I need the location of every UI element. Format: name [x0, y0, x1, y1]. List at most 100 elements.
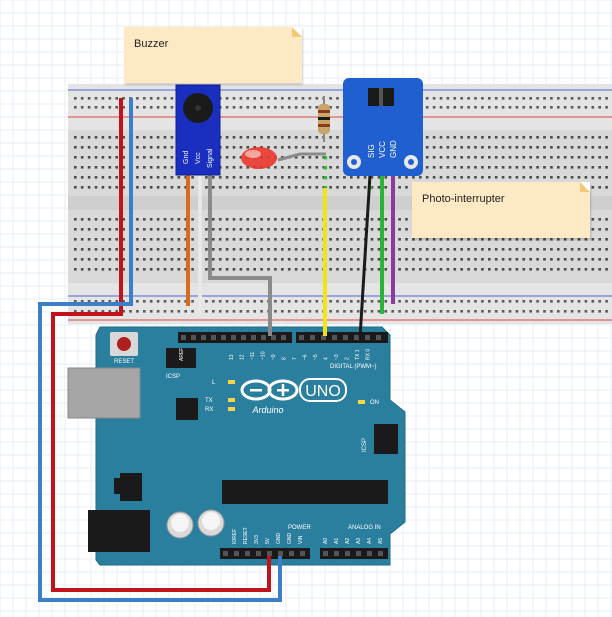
buzzer-pin-signal: Signal	[207, 148, 214, 168]
breadboard-hole	[301, 156, 305, 159]
breadboard-hole	[205, 268, 208, 271]
breadboard-hole	[419, 258, 422, 261]
logo-plus-v	[281, 384, 285, 396]
breadboard-hole	[432, 166, 436, 169]
breadboard-hole	[439, 268, 443, 271]
logo-uno-box	[299, 378, 347, 402]
breadboard-hole	[170, 228, 174, 231]
breadboard-hole	[122, 300, 125, 303]
breadboard-hole	[281, 218, 284, 221]
breadboard-hole	[94, 176, 98, 179]
breadboard-hole	[108, 136, 112, 139]
breadboard-hole	[170, 310, 174, 313]
breadboard-hole	[225, 300, 229, 303]
breadboard-hole	[191, 248, 194, 251]
breadboard-hole	[343, 186, 346, 189]
breadboard-hole	[156, 176, 160, 179]
breadboard-hole	[294, 97, 298, 100]
breadboard-hole	[260, 106, 263, 109]
breadboard-hole	[584, 97, 588, 100]
breadboard-hole	[87, 166, 91, 169]
breadboard-hole	[515, 146, 519, 149]
breadboard-hole	[274, 228, 277, 231]
breadboard-hole	[398, 228, 401, 231]
breadboard-hole	[287, 136, 291, 139]
breadboard-hole	[287, 146, 291, 149]
breadboard-hole	[281, 258, 284, 261]
breadboard-hole	[370, 300, 374, 303]
breadboard-hole	[94, 97, 98, 100]
breadboard-hole	[591, 300, 595, 303]
breadboard-hole	[425, 97, 429, 100]
breadboard-hole	[563, 268, 567, 271]
small-chip	[176, 398, 198, 420]
breadboard-hole	[301, 166, 305, 169]
breadboard-hole	[350, 238, 353, 241]
breadboard-hole	[315, 218, 319, 221]
breadboard-hole	[494, 248, 498, 251]
breadboard-hole	[446, 310, 450, 313]
breadboard-hole	[136, 300, 139, 303]
capacitor-left-top	[171, 514, 189, 532]
resistor-band-1	[318, 110, 330, 113]
breadboard-hole	[529, 248, 532, 251]
breadboard-hole	[136, 248, 139, 251]
breadboard-hole	[136, 146, 139, 149]
breadboard-hole	[329, 176, 332, 179]
header-pin	[376, 335, 381, 340]
breadboard-hole	[218, 176, 222, 179]
breadboard-hole	[377, 310, 381, 313]
breadboard-hole	[149, 166, 153, 169]
breadboard-hole	[474, 300, 477, 303]
breadboard-hole	[474, 166, 477, 169]
breadboard-hole	[557, 310, 560, 313]
led-highlight	[245, 150, 261, 158]
breadboard-hole	[184, 268, 187, 271]
breadboard-hole	[281, 106, 284, 109]
breadboard-hole	[439, 258, 443, 261]
breadboard-hole	[115, 176, 118, 179]
breadboard-hole	[94, 248, 98, 251]
reset-button-cap[interactable]	[117, 337, 131, 351]
breadboard-hole	[191, 300, 194, 303]
breadboard-hole	[405, 238, 408, 241]
breadboard-hole	[529, 176, 532, 179]
breadboard-hole	[274, 136, 277, 139]
led-rx	[228, 407, 235, 411]
breadboard-hole	[205, 218, 208, 221]
breadboard-hole	[122, 248, 125, 251]
breadboard-hole	[488, 258, 491, 261]
breadboard-hole	[384, 238, 388, 241]
breadboard-hole	[329, 218, 332, 221]
breadboard-hole	[170, 97, 174, 100]
breadboard-hole	[384, 268, 388, 271]
header-pin	[231, 335, 236, 340]
breadboard-hole	[467, 97, 470, 100]
breadboard-hole	[343, 248, 346, 251]
icsp-header-top	[166, 348, 196, 368]
breadboard-hole	[550, 136, 553, 139]
breadboard-hole	[308, 258, 312, 261]
breadboard-hole	[419, 310, 422, 313]
logo-brand-text: Arduino	[251, 405, 283, 415]
breadboard-hole	[350, 218, 353, 221]
breadboard-hole	[80, 186, 84, 189]
breadboard-hole	[267, 258, 270, 261]
breadboard-hole	[494, 176, 498, 179]
breadboard-hole	[156, 310, 160, 313]
breadboard-hole	[294, 300, 298, 303]
breadboard-hole	[163, 228, 167, 231]
breadboard-hole	[591, 146, 595, 149]
breadboard-hole	[301, 228, 305, 231]
breadboard-hole	[329, 248, 332, 251]
wire-gray-led	[277, 152, 326, 162]
header-pin	[221, 335, 226, 340]
breadboard-hole	[315, 258, 319, 261]
breadboard-hole	[336, 268, 339, 271]
breadboard-hole	[550, 248, 553, 251]
breadboard-hole	[453, 300, 457, 303]
breadboard-hole	[301, 310, 305, 313]
breadboard-hole	[439, 106, 443, 109]
breadboard-hole	[563, 176, 567, 179]
